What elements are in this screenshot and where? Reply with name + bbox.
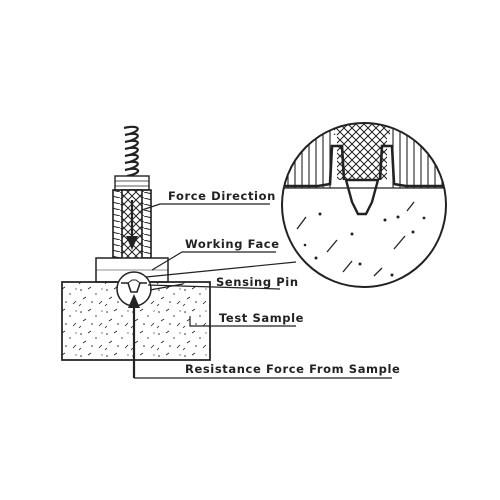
- leader-lines: [141, 203, 296, 327]
- resistance-force-arrow: [128, 294, 392, 379]
- zoom-sample-texture: [296, 201, 426, 277]
- label-sensing-pin: Sensing Pin: [216, 275, 299, 289]
- label-test-sample: Test Sample: [219, 311, 304, 325]
- label-resistance-force: Resistance Force From Sample: [185, 362, 400, 376]
- spring: [123, 125, 140, 178]
- zoom-right-housing: [392, 123, 446, 188]
- zoom-working-face: [282, 144, 446, 188]
- detail-circle: [116, 271, 152, 307]
- collar: [114, 175, 150, 191]
- label-force-direction: Force Direction: [168, 189, 276, 203]
- force-direction-arrow: [126, 200, 138, 250]
- label-working-face: Working Face: [185, 237, 280, 251]
- zoom-view: [281, 122, 447, 288]
- zoom-connector-lines: [145, 261, 297, 291]
